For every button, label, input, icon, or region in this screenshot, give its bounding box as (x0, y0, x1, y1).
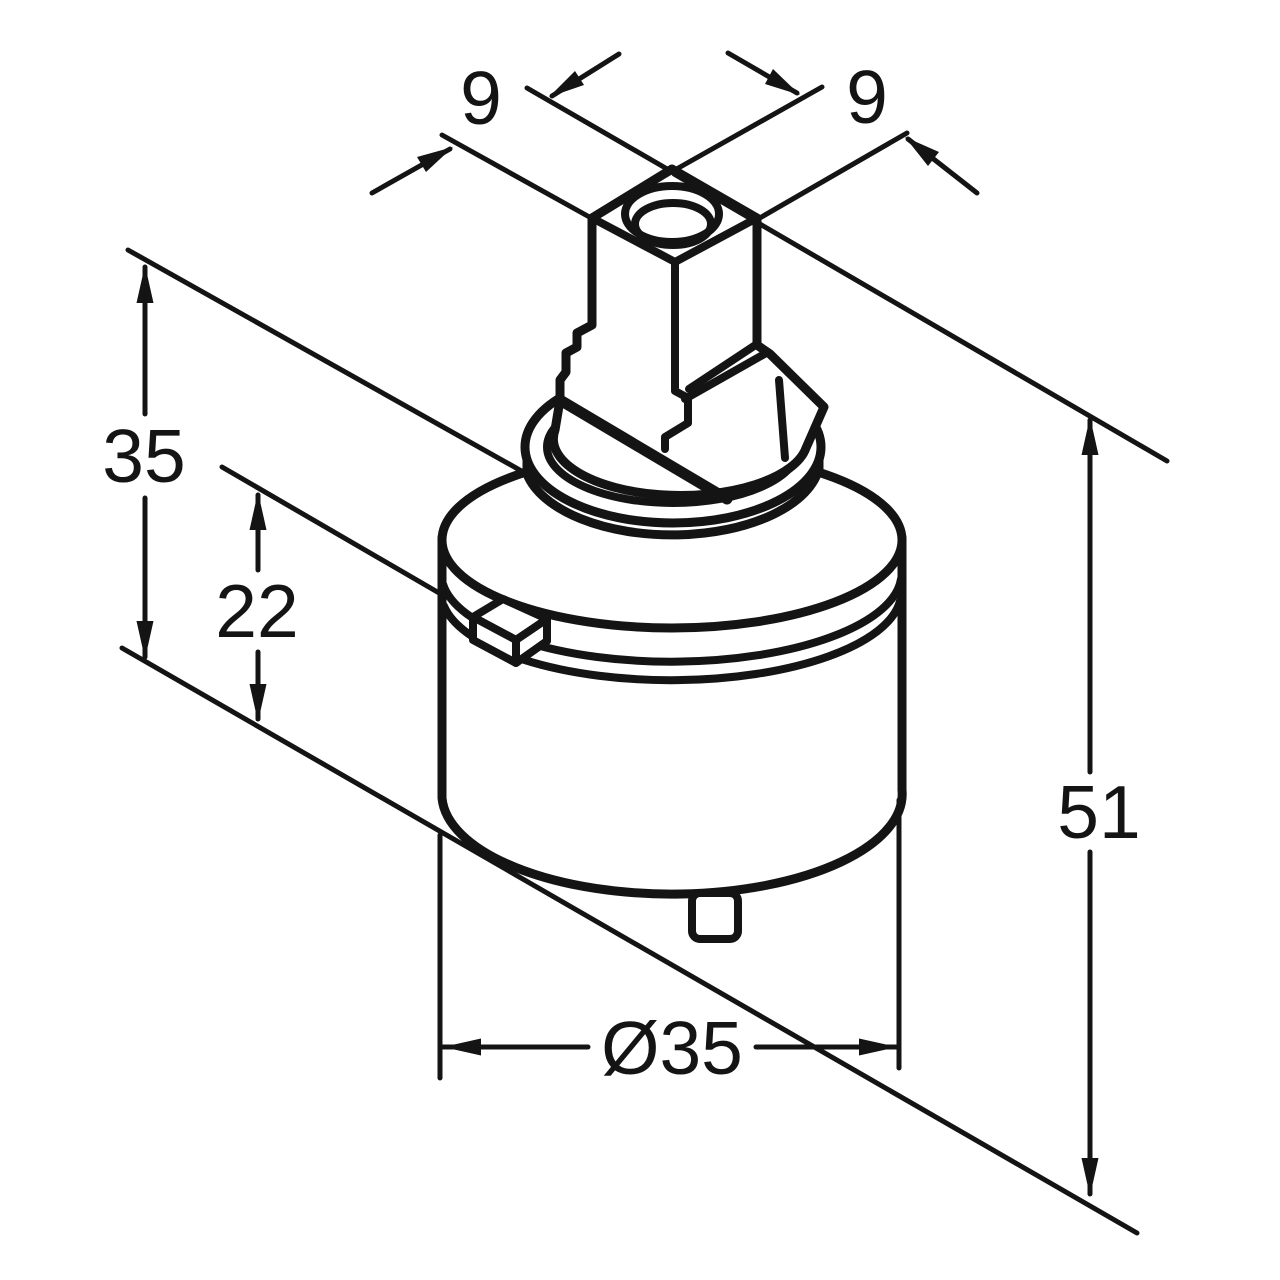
ref-line-9-right-b (755, 130, 910, 222)
stem-collar-band-1 (685, 340, 761, 393)
dim-9-right-arrow-1 (765, 69, 800, 95)
dim-dia35-arrow-right (859, 1038, 897, 1056)
dim-dia35-arrow-left (443, 1038, 481, 1056)
dim-9-left-arrow-2 (417, 147, 453, 172)
stem-collar-band-2 (681, 348, 772, 403)
ref-line-9-left-b (439, 132, 596, 222)
dimension-9-right: 9 (725, 50, 980, 196)
dim-label-9-left: 9 (460, 56, 502, 140)
dim-22-arrow-down (249, 684, 267, 722)
dim-label-dia35: Ø35 (601, 1006, 743, 1090)
ref-line-9-right-a (663, 84, 825, 178)
body-silhouette (437, 533, 907, 899)
cartridge-stem (548, 164, 829, 505)
ref-line-9-left-a (524, 85, 684, 180)
dim-51-arrow-up (1081, 417, 1099, 455)
body-bottom-tab (688, 889, 742, 943)
stem-chamfer-edge (554, 394, 733, 505)
extension-lines (119, 84, 1170, 1236)
stem-front-edge (661, 258, 692, 453)
stem-hole-inner (631, 199, 715, 249)
dim-35-arrow-up (136, 265, 154, 303)
dimension-51: 51 (1057, 417, 1141, 1197)
dimension-35: 35 (102, 264, 186, 660)
body-fill (442, 540, 903, 895)
dim-9-left-arrow-1 (549, 71, 584, 97)
dimension-22: 22 (215, 492, 299, 722)
dimension-dia35: Ø35 (440, 1006, 900, 1090)
ref-line-51-top (671, 171, 1170, 464)
collar-wall-edge (522, 440, 824, 540)
dim-9-right-arrow-2 (905, 137, 939, 166)
body-side-lug (469, 595, 551, 667)
dim-label-9-right: 9 (846, 55, 888, 139)
dimension-9-left: 9 (369, 51, 622, 196)
stem-silhouette (548, 164, 829, 500)
dim-51-arrow-down (1081, 1158, 1099, 1196)
dim-label-51: 51 (1057, 770, 1140, 854)
ref-line-22-top (219, 464, 449, 600)
stem-wedge-line (775, 376, 789, 462)
dim-label-35: 35 (102, 414, 185, 498)
dim-label-22: 22 (215, 569, 298, 653)
ref-line-base (119, 645, 1140, 1236)
dim-22-arrow-up (249, 492, 267, 530)
ref-line-35-top (125, 247, 537, 481)
dim-35-arrow-down (136, 621, 154, 659)
